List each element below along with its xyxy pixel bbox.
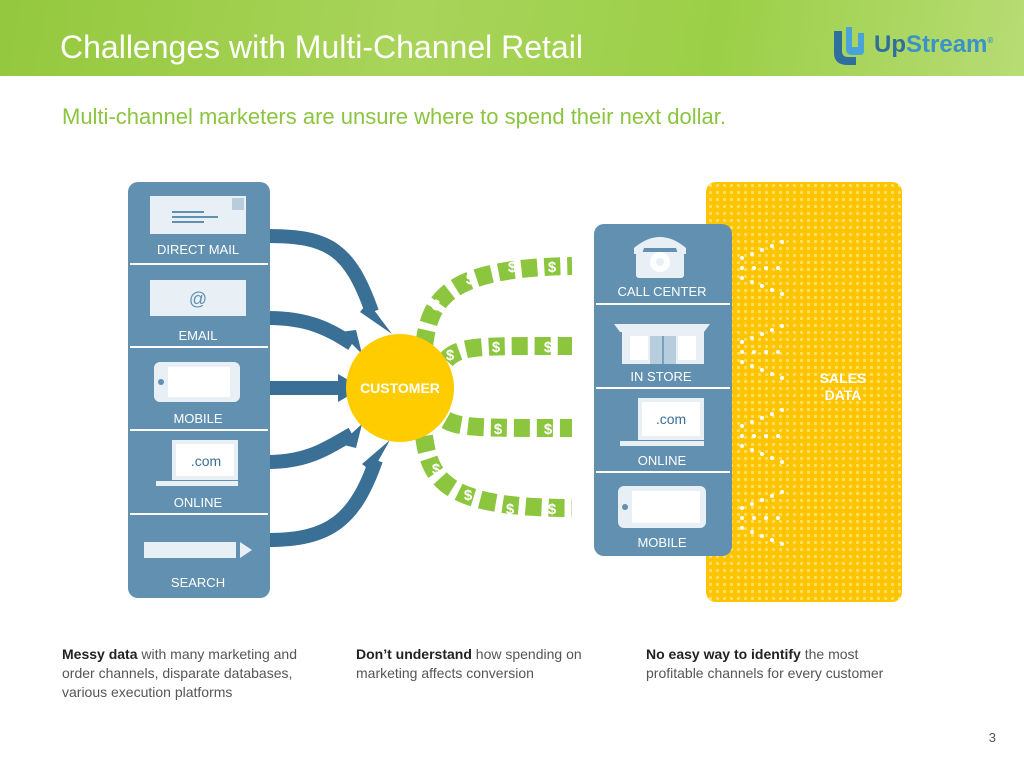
laptop-icon: .com [620, 398, 704, 446]
slide-subtitle: Multi-channel marketers are unsure where… [62, 104, 727, 129]
dollar-4: $ [432, 297, 441, 314]
customer-label: CUSTOMER [360, 380, 440, 396]
challenge-3-text: the most profitable channels for every c… [646, 646, 884, 681]
header-bar: Challenges with Multi-Channel Retail UpS… [0, 0, 1024, 76]
laptop-icon: .com [156, 440, 238, 486]
customer-circle [346, 334, 454, 442]
dollar-12: $ [506, 501, 515, 518]
channel-label-mobile: MOBILE [173, 411, 222, 426]
upstream-logo-mark-icon [834, 27, 864, 65]
challenge-dont-understand: Don’t understand how spending on marketi… [356, 645, 606, 683]
challenge-2-text: how spending on marketing affects conver… [356, 646, 582, 681]
mobile-phone-icon [154, 362, 240, 402]
logo-wordmark: UpStream® [874, 31, 993, 59]
data-flow-dots [740, 240, 784, 546]
search-bar-icon [144, 542, 252, 558]
sales-data-panel [706, 182, 902, 602]
logo-registered-mark: ® [987, 36, 994, 45]
storefront-icon [614, 324, 710, 364]
right-label-mobile: MOBILE [637, 535, 686, 550]
page-number: 3 [988, 730, 996, 745]
dollar-11: $ [464, 487, 473, 504]
envelope-icon [150, 196, 246, 234]
slide-title: Challenges with Multi-Channel Retail [60, 29, 583, 65]
mobile-phone-icon [618, 486, 706, 528]
multi-channel-diagram: SALES DATA [128, 182, 902, 602]
challenge-1-text: with many marketing and order channels, … [62, 646, 298, 700]
dollar-2: $ [548, 259, 557, 276]
dollar-3: $ [466, 271, 475, 288]
right-channel-stack [594, 224, 732, 556]
dollar-13: $ [548, 501, 557, 518]
sales-data-label-line1: SALES [820, 370, 867, 386]
left-online-com-label: .com [191, 453, 221, 469]
dollar-9: $ [544, 421, 553, 438]
dollar-8: $ [494, 421, 503, 438]
dollar-10: $ [432, 461, 441, 478]
channel-label-email: EMAIL [178, 328, 217, 343]
logo-stream-text: Stream [906, 31, 988, 58]
challenge-2-bold: Don’t understand [356, 646, 472, 662]
right-label-in-store: IN STORE [630, 369, 691, 384]
channel-arrows [267, 229, 383, 547]
dollar-6: $ [544, 339, 553, 356]
channel-label-search: SEARCH [171, 575, 225, 590]
challenge-1-bold: Messy data [62, 646, 138, 662]
challenge-3-bold: No easy way to identify [646, 646, 801, 662]
dollar-1: $ [508, 259, 517, 276]
telephone-icon [634, 237, 686, 278]
arrowheads [338, 302, 392, 472]
dollar-signs: $ $ $ $ $ $ $ $ $ $ $ $ $ [432, 259, 557, 518]
challenge-messy-data: Messy data with many marketing and order… [62, 645, 302, 702]
sales-data-label-line2: DATA [825, 387, 862, 403]
channel-label-online: ONLINE [174, 495, 223, 510]
dollar-5: $ [492, 339, 501, 356]
right-label-online: ONLINE [638, 453, 687, 468]
email-at-symbol: @ [189, 289, 207, 309]
channel-label-direct-mail: DIRECT MAIL [157, 242, 239, 257]
upstream-logo: UpStream® [830, 25, 1005, 69]
logo-up-text: Up [874, 31, 906, 58]
dollar-chains [415, 257, 573, 517]
right-label-call-center: CALL CENTER [617, 284, 706, 299]
dollar-7: $ [446, 347, 455, 364]
email-at-icon: @ [150, 280, 246, 316]
challenge-no-easy-way: No easy way to identify the most profita… [646, 645, 896, 683]
right-online-com-label: .com [656, 411, 686, 427]
